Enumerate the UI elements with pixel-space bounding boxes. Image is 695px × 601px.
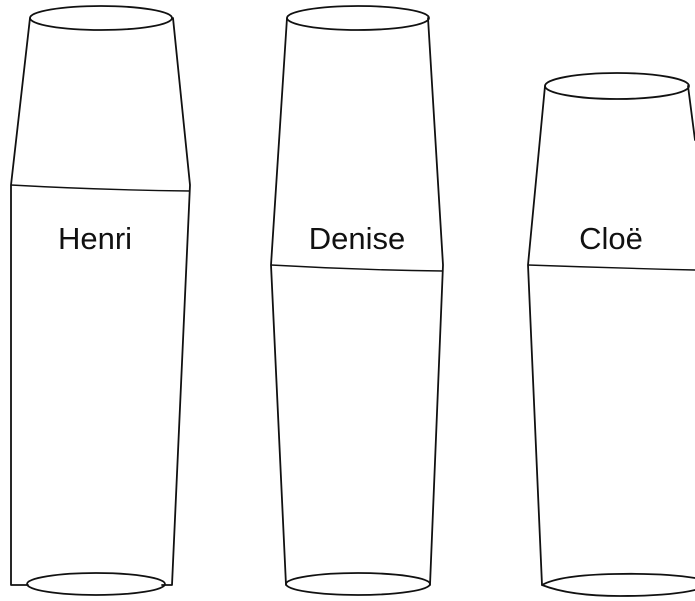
glass-henri-label: Henri [58,221,132,256]
glass-cloe-body [528,86,695,585]
glass-henri-body [11,18,190,585]
glass-cloe: Cloë [528,73,695,596]
glass-denise-body [271,18,443,585]
glass-cloe-base [542,574,695,596]
glass-henri-base [27,573,165,595]
glass-cloe-label: Cloë [579,221,643,256]
glass-cloe-rim [545,73,689,99]
glass-henri-fill-line [11,185,190,191]
glass-denise-rim [287,6,429,30]
glass-denise: Denise [271,6,443,595]
glass-denise-label: Denise [309,221,406,256]
glass-cloe-fill-line [528,265,695,270]
glass-henri-rim [30,6,172,30]
glass-denise-fill-line [271,265,443,271]
glass-denise-base [286,573,430,595]
glass-henri: Henri [11,6,190,595]
